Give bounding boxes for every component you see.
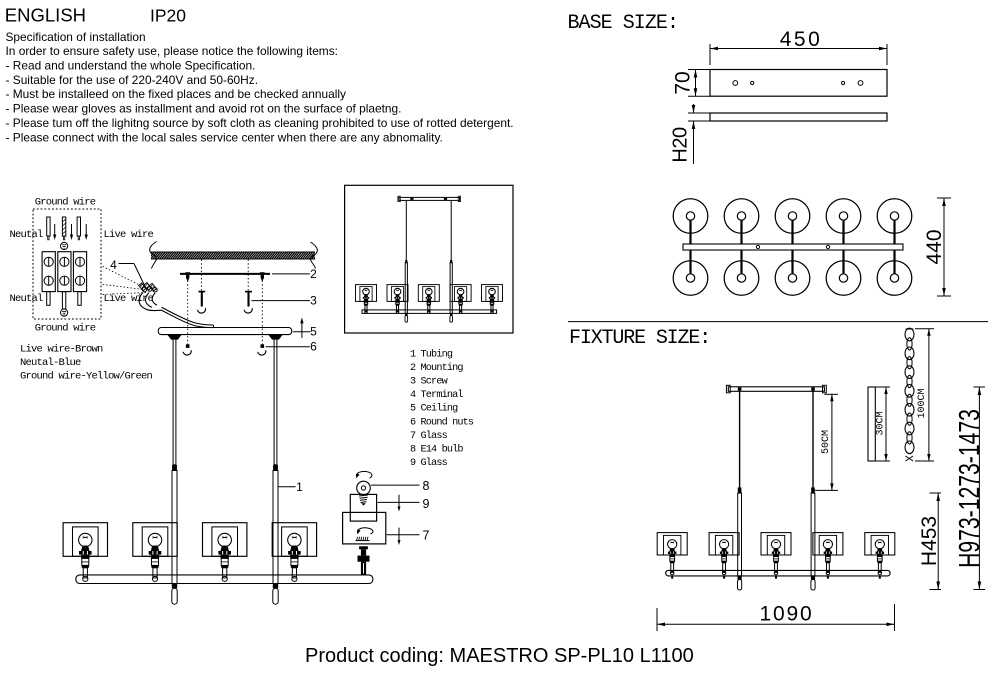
svg-text:3 Screw: 3 Screw <box>410 377 449 388</box>
svg-text:IP20: IP20 <box>150 6 186 26</box>
svg-text:H20: H20 <box>670 127 692 163</box>
svg-text:- Must be installeed on the fi: - Must be installeed on the fixed places… <box>6 87 346 101</box>
svg-text:Live wire: Live wire <box>104 293 154 305</box>
svg-text:2: 2 <box>310 267 317 281</box>
svg-text:- Suitable for the use of 220-: - Suitable for the use of 220-240V and 5… <box>6 73 259 87</box>
svg-text:Ground wire: Ground wire <box>35 323 96 335</box>
svg-text:50CM: 50CM <box>821 430 832 454</box>
svg-text:9: 9 <box>423 497 430 511</box>
svg-text:8: 8 <box>423 479 430 493</box>
svg-text:4 Terminal: 4 Terminal <box>410 389 463 401</box>
svg-text:Product coding: MAESTRO SP-PL1: Product coding: MAESTRO SP-PL10 L1100 <box>305 645 694 667</box>
svg-text:9 Glass: 9 Glass <box>410 457 448 469</box>
svg-text:H973-1273-1473: H973-1273-1473 <box>954 409 986 568</box>
svg-text:4: 4 <box>110 258 117 272</box>
svg-text:Neutal: Neutal <box>10 293 44 305</box>
svg-text:3: 3 <box>310 294 317 308</box>
svg-text:Ground wire-Yellow/Green: Ground wire-Yellow/Green <box>20 371 153 383</box>
svg-text:6: 6 <box>310 340 317 354</box>
svg-text:70: 70 <box>672 71 695 94</box>
svg-text:Live wire: Live wire <box>104 229 154 241</box>
svg-text:Ground wire: Ground wire <box>35 197 96 209</box>
svg-text:- Read and understand the whol: - Read and understand the whole Specific… <box>6 59 256 73</box>
svg-text:1: 1 <box>296 480 303 494</box>
svg-text:7: 7 <box>423 528 430 542</box>
svg-text:6 Round nuts: 6 Round nuts <box>410 416 474 428</box>
svg-text:1 Tubing: 1 Tubing <box>410 349 453 361</box>
svg-text:100CM: 100CM <box>917 388 928 418</box>
svg-text:Neutal-Blue: Neutal-Blue <box>20 357 81 369</box>
svg-text:7 Glass: 7 Glass <box>410 430 448 442</box>
svg-text:5 Ceiling: 5 Ceiling <box>410 403 458 415</box>
svg-text:2 Mounting: 2 Mounting <box>410 362 463 374</box>
svg-text:Specification of installation: Specification of installation <box>6 30 146 44</box>
svg-text:30CM: 30CM <box>876 411 887 435</box>
svg-text:440: 440 <box>923 229 946 264</box>
svg-text:1090: 1090 <box>760 603 814 626</box>
svg-text:- Please connect with the loca: - Please connect with the local sales se… <box>6 130 443 144</box>
svg-text:ENGLISH: ENGLISH <box>5 5 86 26</box>
svg-text:BASE SIZE:: BASE SIZE: <box>568 12 679 35</box>
svg-text:Live wire-Brown: Live wire-Brown <box>20 344 103 356</box>
svg-text:5: 5 <box>310 325 317 339</box>
svg-text:In order to ensure safety use,: In order to ensure safety use, please no… <box>6 44 338 58</box>
svg-text:FIXTURE SIZE:: FIXTURE SIZE: <box>569 327 710 350</box>
svg-text:Neutal: Neutal <box>10 229 44 241</box>
svg-text:H453: H453 <box>918 516 941 566</box>
svg-text:- Please tum off the lighitng: - Please tum off the lighitng source by … <box>6 116 514 130</box>
svg-text:8 E14 bulb: 8 E14 bulb <box>410 443 463 455</box>
svg-text:450: 450 <box>780 28 823 51</box>
svg-text:- Please wear gloves as instal: - Please wear gloves as installment and … <box>6 102 402 116</box>
